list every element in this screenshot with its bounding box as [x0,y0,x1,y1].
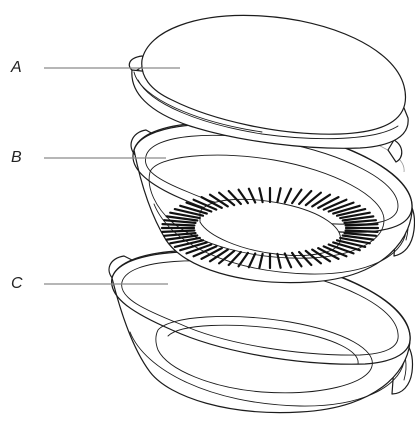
callout-label-c: C [11,276,27,292]
callout-label-b: B [11,150,27,166]
drain-slot [163,231,195,232]
drain-slot [346,231,378,232]
callout-label-a: A [11,60,27,76]
drain-slot [346,224,378,225]
